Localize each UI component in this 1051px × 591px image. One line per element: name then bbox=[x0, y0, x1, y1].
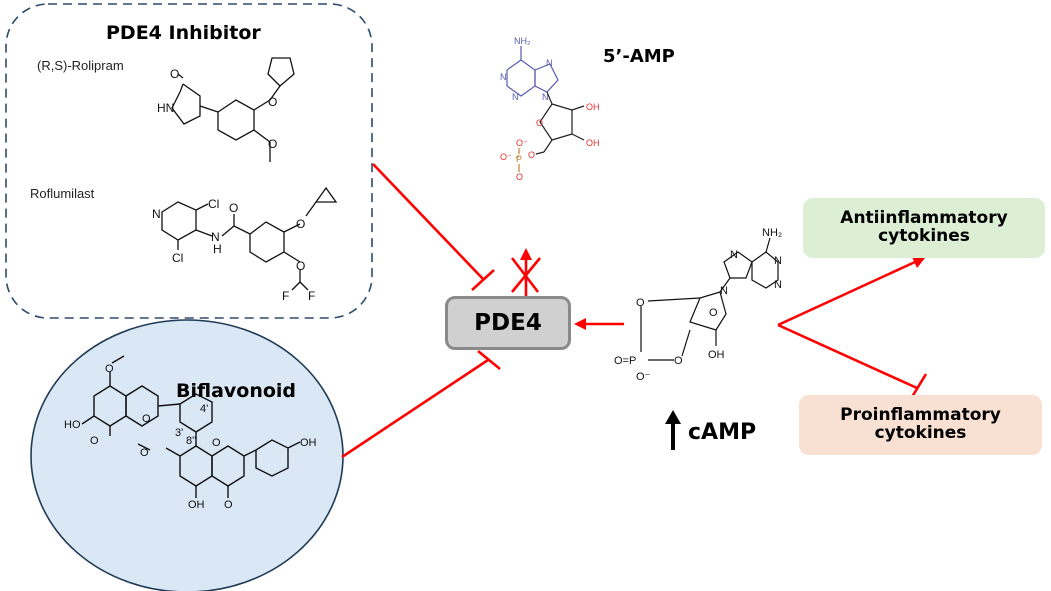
biflavonoid-title: Biflavonoid bbox=[176, 380, 297, 402]
biflavonoid-atoms: O HO O O 4' OH 3' 8'' O O OH OH O bbox=[64, 363, 317, 511]
biflavonoid-panel-ellipse bbox=[30, 319, 344, 591]
svg-text:N: N bbox=[730, 249, 738, 261]
svg-text:H: H bbox=[213, 242, 222, 256]
svg-text:O: O bbox=[142, 413, 151, 425]
proinflammatory-label-line1: Proinflammatory bbox=[840, 405, 1001, 426]
proinflammatory-cytokines-node: Proinflammatory cytokines bbox=[799, 395, 1042, 455]
svg-text:O: O bbox=[296, 217, 305, 231]
inhibitor-to-pde4-edge bbox=[372, 163, 495, 291]
svg-text:O: O bbox=[709, 307, 718, 319]
proinflammatory-label-line2: cytokines bbox=[874, 423, 967, 443]
amp-structure bbox=[506, 46, 585, 172]
svg-text:O⁻: O⁻ bbox=[500, 152, 512, 162]
roflumilast-label: Roflumilast bbox=[30, 186, 95, 201]
svg-text:O: O bbox=[674, 355, 683, 367]
amp-title: 5’-AMP bbox=[603, 46, 675, 67]
antiinflammatory-label-line2: cytokines bbox=[878, 226, 970, 246]
svg-text:O: O bbox=[105, 363, 114, 375]
svg-text:O=P: O=P bbox=[614, 355, 636, 367]
inhibitor-panel-border bbox=[5, 3, 373, 319]
svg-text:O: O bbox=[224, 499, 233, 511]
biflavonoid-structure bbox=[81, 355, 301, 498]
camp-to-cytokines-edges bbox=[777, 257, 928, 398]
svg-text:O: O bbox=[229, 201, 238, 215]
svg-text:O: O bbox=[170, 67, 179, 81]
roflumilast-structure bbox=[161, 186, 338, 291]
svg-text:N: N bbox=[542, 92, 549, 102]
camp-label: cAMP bbox=[688, 420, 757, 445]
svg-text:Cl: Cl bbox=[208, 197, 219, 211]
biflavonoid-to-pde4-edge bbox=[341, 349, 501, 459]
svg-text:OH: OH bbox=[188, 499, 205, 511]
svg-text:O⁻: O⁻ bbox=[636, 371, 651, 383]
svg-text:N: N bbox=[546, 58, 553, 68]
camp-structure bbox=[640, 237, 779, 361]
svg-text:O: O bbox=[636, 297, 645, 309]
svg-text:OH: OH bbox=[300, 437, 317, 449]
rolipram-structure bbox=[171, 57, 295, 162]
svg-text:OH: OH bbox=[586, 102, 600, 112]
pde4-to-amp-blocked-edge bbox=[510, 248, 542, 296]
svg-text:OH: OH bbox=[586, 138, 600, 148]
svg-text:NH₂: NH₂ bbox=[514, 36, 531, 46]
svg-text:N: N bbox=[512, 92, 519, 102]
amp-atoms: NH₂ N N N N O OH OH O O⁻ O⁻ P O bbox=[500, 36, 600, 182]
svg-text:N: N bbox=[211, 230, 220, 244]
svg-text:N: N bbox=[774, 255, 782, 267]
svg-text:F: F bbox=[308, 289, 315, 303]
svg-text:O⁻: O⁻ bbox=[516, 138, 528, 148]
camp-atoms: NH₂ N N N N O O O=P O OH O⁻ bbox=[614, 227, 782, 383]
pde4-label: PDE4 bbox=[474, 309, 542, 336]
svg-text:O: O bbox=[212, 437, 221, 449]
svg-text:OH: OH bbox=[708, 349, 725, 361]
rolipram-label: (R,S)-Rolipram bbox=[37, 58, 124, 73]
svg-text:F: F bbox=[282, 289, 289, 303]
svg-text:O: O bbox=[296, 259, 305, 273]
svg-text:Cl: Cl bbox=[172, 251, 183, 265]
svg-text:4': 4' bbox=[200, 403, 208, 415]
svg-text:O: O bbox=[90, 435, 99, 447]
svg-text:O: O bbox=[268, 95, 277, 109]
antiinflammatory-cytokines-node: Antiinflammatory cytokines bbox=[803, 198, 1045, 258]
svg-text:P: P bbox=[516, 154, 522, 164]
svg-text:NH₂: NH₂ bbox=[762, 227, 782, 239]
svg-text:N: N bbox=[500, 72, 507, 82]
svg-text:8'': 8'' bbox=[186, 435, 196, 447]
svg-text:O: O bbox=[516, 172, 523, 182]
pde4-node: PDE4 bbox=[445, 296, 571, 350]
svg-text:O: O bbox=[536, 118, 543, 128]
svg-text:O: O bbox=[140, 447, 149, 459]
up-arrow-icon bbox=[665, 410, 681, 450]
svg-text:O: O bbox=[268, 137, 277, 151]
svg-text:N: N bbox=[152, 207, 161, 221]
svg-text:N: N bbox=[774, 279, 782, 291]
svg-text:N: N bbox=[720, 285, 728, 297]
svg-text:O: O bbox=[528, 150, 535, 160]
rolipram-atoms: O HN O O bbox=[157, 67, 277, 151]
svg-text:HN: HN bbox=[157, 101, 174, 115]
antiinflammatory-label-line1: Antiinflammatory bbox=[840, 208, 1008, 229]
camp-to-pde4-edge bbox=[574, 318, 624, 330]
inhibitor-panel-title: PDE4 Inhibitor bbox=[106, 22, 261, 44]
roflumilast-atoms: N Cl Cl O N H O O F F bbox=[152, 197, 315, 303]
svg-text:3': 3' bbox=[175, 427, 183, 439]
svg-text:HO: HO bbox=[64, 419, 81, 431]
